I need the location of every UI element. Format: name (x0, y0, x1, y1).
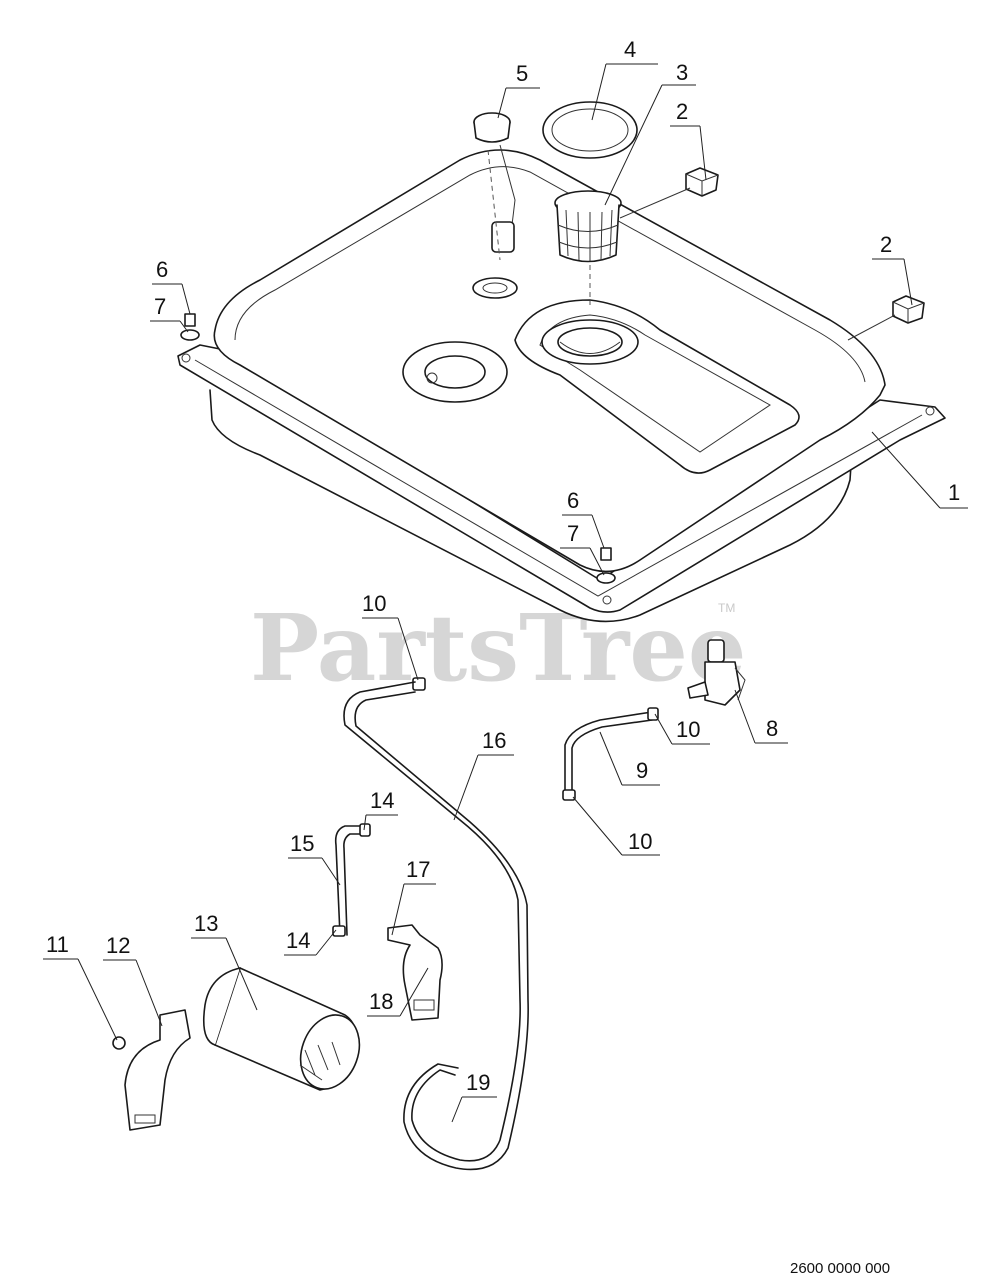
fuel-strainer[interactable] (554, 190, 622, 263)
callout-9[interactable]: 9 (636, 758, 648, 783)
callout-13[interactable]: 13 (194, 911, 218, 936)
callout-7-left[interactable]: 7 (154, 294, 166, 319)
callout-8[interactable]: 8 (766, 716, 778, 741)
tank-grommet-upper[interactable] (685, 167, 719, 197)
callout-12[interactable]: 12 (106, 933, 130, 958)
callout-15[interactable]: 15 (290, 831, 314, 856)
callout-14-lower[interactable]: 14 (286, 928, 310, 953)
canister-strap[interactable] (124, 1009, 191, 1131)
bolt-washer-front[interactable] (596, 547, 616, 584)
hose-short[interactable] (334, 825, 363, 936)
hex-nut[interactable] (112, 1036, 126, 1050)
charcoal-canister[interactable] (202, 967, 370, 1097)
fuel-shutoff-valve[interactable] (687, 639, 746, 706)
fuel-gauge[interactable] (473, 112, 516, 253)
canister-bracket[interactable] (387, 924, 443, 1021)
callout-10-upper[interactable]: 10 (362, 591, 386, 616)
callout-10-valve[interactable]: 10 (676, 717, 700, 742)
diagram-code: 2600 0000 000 (790, 1260, 890, 1277)
vent-hose-long[interactable] (343, 681, 529, 1171)
callout-6-front[interactable]: 6 (567, 488, 579, 513)
callout-2-right[interactable]: 2 (880, 232, 892, 257)
tank-grommet-right[interactable] (892, 295, 925, 324)
callout-11[interactable]: 11 (46, 932, 69, 957)
callout-7-front[interactable]: 7 (567, 521, 579, 546)
bolt-washer-left[interactable] (180, 313, 200, 341)
hose-clamp-valve[interactable] (647, 707, 659, 721)
callout-10-lower[interactable]: 10 (628, 829, 652, 854)
filler-gasket[interactable] (542, 101, 638, 159)
hose-clamp-upper[interactable] (412, 677, 426, 691)
callout-18[interactable]: 18 (369, 989, 393, 1014)
watermark-text: PartsTree (250, 594, 746, 702)
watermark-tm: TM (718, 601, 735, 615)
callout-2-upper[interactable]: 2 (676, 99, 688, 124)
hose-clamp-14-lower[interactable] (332, 925, 346, 937)
callout-labels: 1 2 2 3 4 5 6 7 6 7 8 9 10 10 10 11 12 1… (46, 37, 960, 1095)
callout-3[interactable]: 3 (676, 60, 688, 85)
callout-6-left[interactable]: 6 (156, 257, 168, 282)
callout-14-upper[interactable]: 14 (370, 788, 394, 813)
callout-19[interactable]: 19 (466, 1070, 490, 1095)
callout-4[interactable]: 4 (624, 37, 636, 62)
hose-clamp-lower[interactable] (562, 789, 576, 801)
callout-17[interactable]: 17 (406, 857, 430, 882)
fuel-tank[interactable] (177, 149, 946, 623)
fuel-line-short[interactable] (564, 711, 653, 796)
leader-lines (43, 63, 968, 1123)
callout-16[interactable]: 16 (482, 728, 506, 753)
callout-1[interactable]: 1 (948, 480, 960, 505)
callout-5[interactable]: 5 (516, 61, 528, 86)
